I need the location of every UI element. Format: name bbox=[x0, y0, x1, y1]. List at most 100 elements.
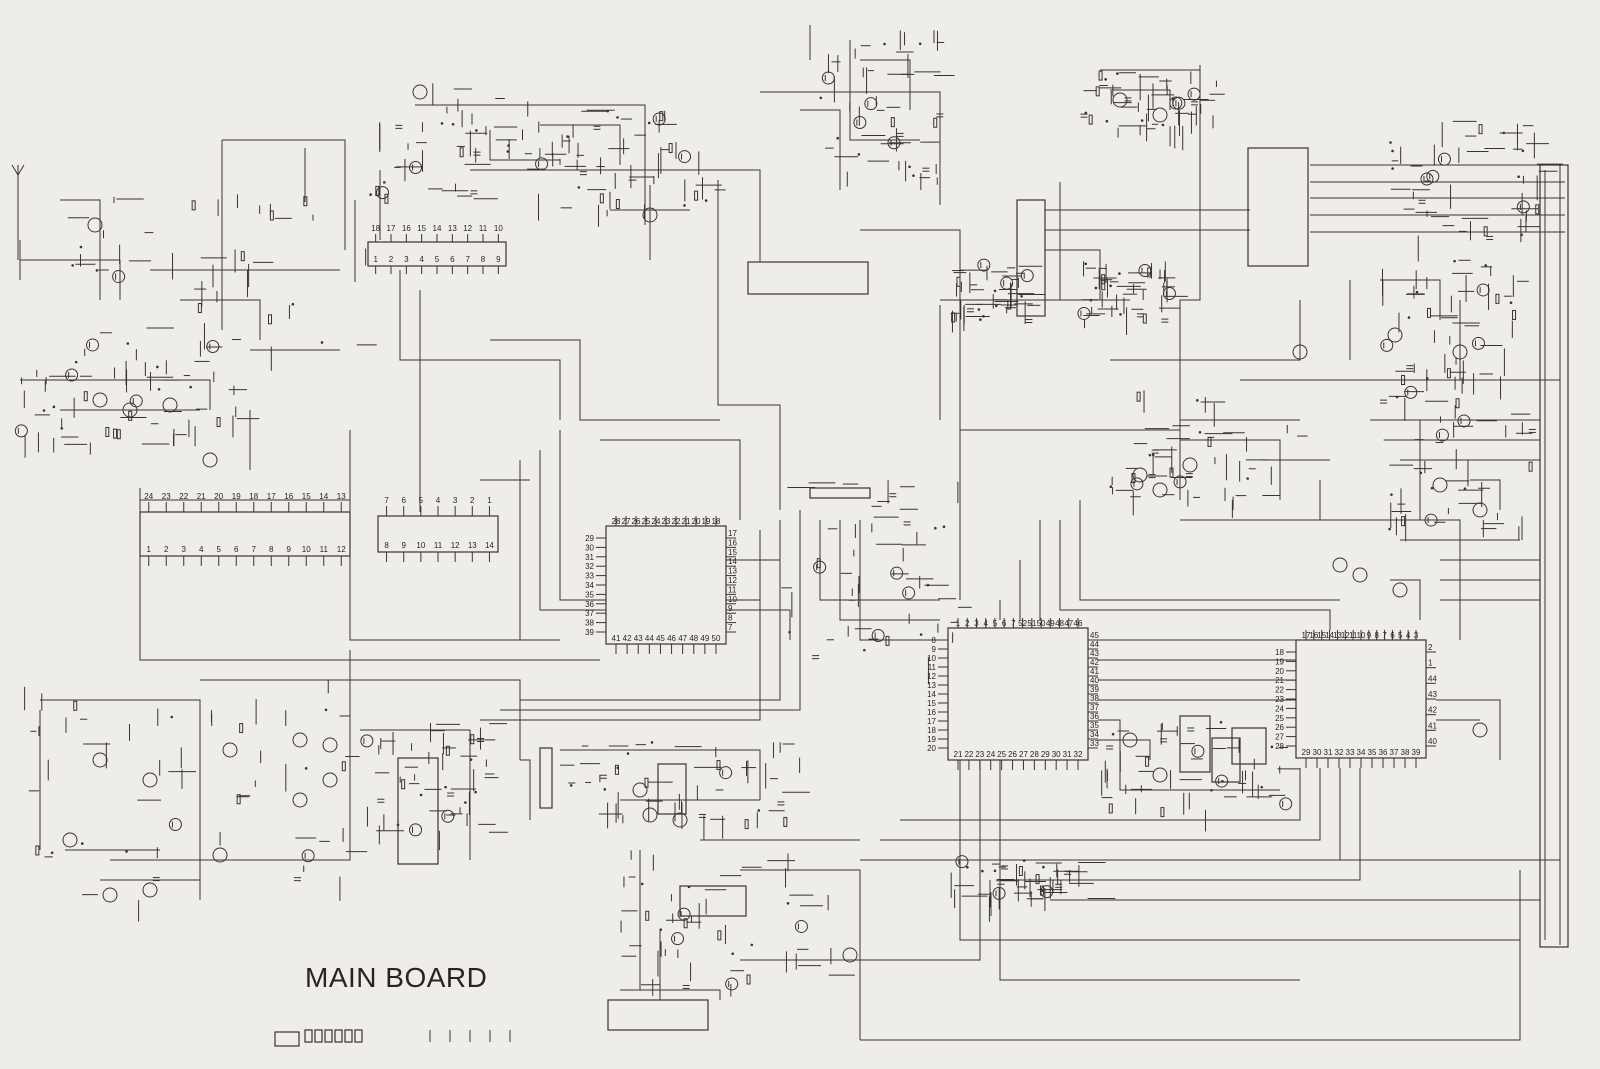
junction-dot bbox=[1407, 316, 1411, 319]
ic-pin-number: 3 bbox=[453, 496, 458, 505]
ic-pin-number: 12 bbox=[728, 576, 737, 585]
ic-pin-number: 34 bbox=[585, 581, 594, 590]
transistor bbox=[1404, 385, 1418, 399]
ic-pin-number: 7 bbox=[1011, 619, 1016, 628]
ic-pin-number: 5 bbox=[993, 619, 998, 628]
resistor bbox=[240, 251, 245, 262]
ic-pin-number: 1 bbox=[956, 619, 961, 628]
junction-dot bbox=[1270, 745, 1274, 749]
junction-dot bbox=[474, 790, 477, 794]
ic-body bbox=[679, 885, 747, 917]
ic-pin-number: 40 bbox=[1428, 737, 1437, 746]
transistor bbox=[1476, 283, 1490, 297]
edge-connector bbox=[1539, 164, 1569, 948]
ic-pin-number: 2 bbox=[965, 619, 970, 628]
ic-pin-number: 32 bbox=[585, 562, 594, 571]
resistor bbox=[445, 745, 450, 756]
ic-pin-number: 39 bbox=[585, 628, 594, 637]
resistor bbox=[744, 819, 749, 830]
ic-pin-number: 25 bbox=[1275, 714, 1284, 723]
ic-pin-number: 43 bbox=[1090, 649, 1099, 658]
ic-pin-number: 7 bbox=[728, 623, 733, 632]
transistor bbox=[813, 560, 827, 574]
ic-pin-number: 52 bbox=[1018, 619, 1027, 628]
transistor bbox=[821, 71, 835, 85]
ic-pin-number: 19 bbox=[927, 735, 936, 744]
transistor bbox=[871, 628, 885, 642]
signal-trace bbox=[860, 229, 1180, 431]
pin-header bbox=[539, 747, 553, 809]
ic-pin-number: 38 bbox=[585, 619, 594, 628]
transistor bbox=[142, 882, 158, 898]
ic-pin-number: 35 bbox=[1090, 721, 1099, 730]
ic-pin-number: 26 bbox=[1275, 723, 1284, 732]
resistor bbox=[197, 303, 202, 314]
junction-dot bbox=[977, 308, 981, 311]
signal-trace bbox=[489, 130, 560, 161]
junction-dot bbox=[1022, 859, 1026, 862]
ic-pin-number: 6 bbox=[401, 496, 406, 505]
signal-trace bbox=[860, 768, 1341, 861]
ic-pin-number: 21 bbox=[954, 750, 963, 759]
signal-trace bbox=[1419, 419, 1540, 520]
ic-pin-number: 12 bbox=[463, 224, 472, 233]
junction-dot bbox=[507, 144, 510, 147]
junction-dot bbox=[396, 823, 400, 827]
junction-dot bbox=[52, 405, 56, 409]
ic-pin-number: 28 bbox=[612, 517, 621, 526]
ic-pin-number: 18 bbox=[371, 224, 380, 233]
transistor bbox=[1471, 336, 1485, 350]
junction-dot bbox=[731, 952, 734, 956]
junction-dot bbox=[1198, 431, 1202, 434]
junction-dot bbox=[863, 648, 866, 652]
transistor bbox=[206, 339, 220, 353]
ic-pin-number: 19 bbox=[1275, 657, 1284, 666]
junction-dot bbox=[1517, 175, 1520, 179]
ic-pin-number: 2 bbox=[389, 255, 394, 264]
transistor bbox=[719, 766, 733, 780]
legend-symbol bbox=[334, 1029, 343, 1043]
signal-trace bbox=[490, 339, 720, 421]
resistor bbox=[1169, 467, 1174, 478]
ic-pin-number: 32 bbox=[1335, 748, 1344, 757]
ic-pin-number: 20 bbox=[927, 744, 936, 753]
resistor bbox=[717, 930, 722, 941]
signal-trace bbox=[500, 510, 801, 711]
ic-pin-number: 19 bbox=[232, 492, 241, 501]
ic-pin-number: 30 bbox=[1052, 750, 1061, 759]
ic-pin-number: 27 bbox=[622, 517, 631, 526]
ic-pin-number: 11 bbox=[434, 541, 443, 550]
junction-dot bbox=[704, 199, 708, 202]
ic-pin-number: 4 bbox=[199, 545, 204, 554]
ic-pin-number: 4 bbox=[436, 496, 441, 505]
junction-dot bbox=[79, 245, 83, 249]
transistor bbox=[292, 792, 308, 808]
ic-pin-number: 18 bbox=[249, 492, 258, 501]
ic-pin-number: 42 bbox=[1090, 658, 1099, 667]
junction-dot bbox=[1116, 72, 1119, 75]
ic-pin-number: 42 bbox=[1428, 706, 1437, 715]
signal-trace bbox=[1390, 579, 1421, 620]
junction-dot bbox=[464, 801, 467, 804]
ic-pin-number: 11 bbox=[320, 545, 329, 554]
ic-pin-number: 46 bbox=[667, 634, 676, 643]
signal-trace bbox=[139, 488, 600, 661]
junction-dot bbox=[304, 767, 308, 770]
junction-dot bbox=[788, 630, 791, 634]
junction-dot bbox=[189, 385, 192, 389]
ic-pin-number: 4 bbox=[419, 255, 424, 264]
ic-pin-number: 19 bbox=[702, 517, 711, 526]
ic-pin-number: 18 bbox=[1275, 648, 1284, 657]
ic-pin-number: 29 bbox=[1041, 750, 1050, 759]
resistor bbox=[1142, 313, 1147, 324]
resistor bbox=[73, 700, 78, 711]
ic-pin-number: 22 bbox=[1275, 686, 1284, 695]
ic-pin-number: 16 bbox=[284, 492, 293, 501]
resistor bbox=[116, 429, 121, 440]
junction-dot bbox=[979, 318, 982, 321]
junction-dot bbox=[1118, 272, 1121, 275]
ic-body bbox=[1211, 737, 1241, 783]
resistor bbox=[1145, 756, 1150, 767]
transistor bbox=[1152, 482, 1168, 498]
signal-trace bbox=[717, 180, 781, 510]
